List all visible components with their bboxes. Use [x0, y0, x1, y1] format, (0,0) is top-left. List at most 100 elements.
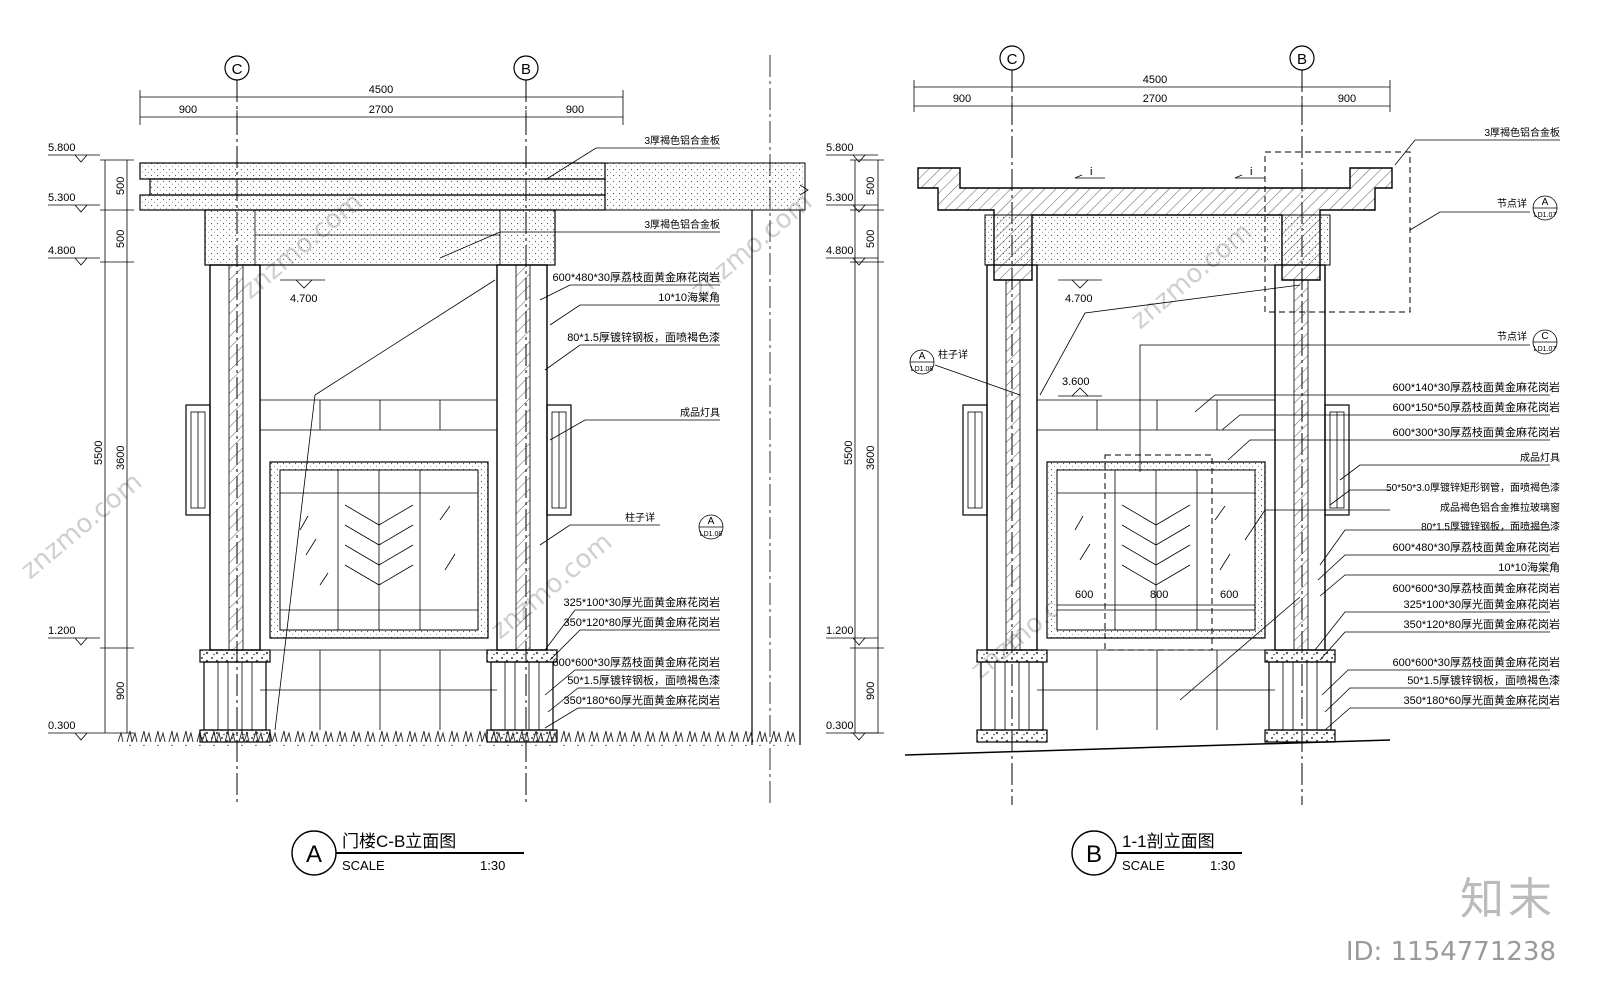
callout-text: 350*120*80厚光面黄金麻花岗岩 [1403, 617, 1560, 631]
callout-text: 350*180*60厚光面黄金麻花岗岩 [563, 693, 720, 707]
callout-text: 10*10海棠角 [1498, 560, 1560, 574]
callout-text: 600*600*30厚荔枝面黄金麻花岗岩 [1392, 655, 1560, 669]
window-dim: 600 [1075, 589, 1093, 601]
callout-text: 600*480*30厚荔枝面黄金麻花岗岩 [1392, 540, 1560, 554]
leaders-a [274, 147, 720, 731]
dim-left: 900 [953, 93, 971, 105]
callout-text: 350*120*80厚光面黄金麻花岗岩 [563, 615, 720, 629]
title-letter: A [306, 841, 322, 868]
axis-label-c: C [1007, 51, 1018, 68]
elevation-1200: 1.200 [48, 625, 76, 637]
elevation-0300: 0.300 [826, 720, 854, 732]
callout-text: 成品灯具 [1520, 452, 1560, 464]
window-dim: 600 [1220, 589, 1238, 601]
node-detail-box-a [1264, 151, 1411, 313]
callout-text: 柱子详 [625, 511, 655, 524]
elevation-5800: 5.800 [826, 142, 854, 154]
callout-text: 成品褐色铝合金推拉玻璃窗 [1440, 501, 1560, 514]
elevation-5800: 5.800 [48, 142, 76, 154]
roof-section-b: i i 4.700 3.600 [917, 151, 1411, 397]
callout-text: 600*300*30厚荔枝面黄金麻花岗岩 [1392, 425, 1560, 439]
dimension-chain-top: 4500 900 2700 900 [139, 84, 624, 125]
dim-right: 900 [1338, 93, 1356, 105]
node-ref-sheet: LD1.07 [1534, 346, 1557, 353]
columns-b [976, 264, 1336, 743]
vertical-dims-b: 500 500 5500 3600 900 [843, 159, 884, 734]
dim-mid: 2700 [369, 104, 393, 116]
callout-text: 600*480*30厚荔枝面黄金麻花岗岩 [552, 270, 720, 284]
callout-text: 350*180*60厚光面黄金麻花岗岩 [1403, 693, 1560, 707]
column-ref-b: A LD1.08 柱子详 [909, 348, 968, 375]
axis-label-b: B [521, 61, 531, 78]
inner-elevation-4700: 4.700 [290, 293, 318, 305]
section-drawing-b: C B 4500 900 2700 900 5.800 5.300 4.800 … [826, 45, 1560, 876]
columns-a [199, 264, 558, 743]
callout-text: 80*1.5厚镀锌钢板，面喷褐色漆 [567, 330, 720, 344]
column-ref-sheet: LD1.08 [911, 366, 934, 373]
axis-label-b: B [1297, 51, 1307, 68]
dimension-chain-top: 4500 900 2700 900 [913, 74, 1391, 112]
callout-text: 600*600*30厚荔枝面黄金麻花岗岩 [552, 655, 720, 669]
elevation-1200: 1.200 [826, 625, 854, 637]
watermark-text: znzmo.com [15, 467, 148, 585]
callout-text: 50*50*3.0厚镀锌矩形钢管，面喷褐色漆 [1386, 481, 1560, 494]
detail-ref-letter: A [708, 516, 715, 527]
dim-mid: 2700 [1143, 93, 1167, 105]
callout-text: 325*100*30厚光面黄金麻花岗岩 [563, 595, 720, 609]
callout-text: 50*1.5厚镀锌钢板，面喷褐色漆 [567, 673, 720, 687]
slope-mark: i [1250, 166, 1252, 178]
elevation-5300: 5.300 [826, 192, 854, 204]
callout-text: 600*600*30厚荔枝面黄金麻花岗岩 [1392, 581, 1560, 595]
detail-ref-sheet: LD1.08 [700, 531, 723, 538]
node-ref-a: A LD1.07 [1532, 195, 1558, 221]
ground-line-b [904, 739, 1391, 756]
node-ref-letter: C [1541, 331, 1548, 342]
elevation-markers-a: 5.800 5.300 4.800 1.200 0.300 [48, 142, 100, 741]
dim-left: 900 [179, 104, 197, 116]
vdim-5500: 5500 [93, 441, 105, 465]
node-ref-letter: A [1542, 197, 1549, 208]
callout-text: 600*150*50厚荔枝面黄金麻花岗岩 [1392, 400, 1560, 414]
watermark-brand: 知末 [1460, 874, 1556, 925]
slope-mark: i [1090, 166, 1092, 178]
vertical-dims-a: 500 500 5500 3600 900 [93, 159, 134, 734]
axis-label-c: C [232, 61, 243, 78]
window-dim: 800 [1150, 589, 1168, 601]
wall-a [260, 399, 497, 730]
vdim-5500: 5500 [843, 441, 855, 465]
inner-elevation-3600: 3.600 [1062, 376, 1090, 388]
drawing-title: 门楼C-B立面图 [342, 832, 456, 851]
lamp-fixtures-b [962, 404, 1350, 516]
watermark-image-id: ID: 1154771238 [1345, 937, 1556, 967]
callout-text: 10*10海棠角 [658, 290, 720, 304]
node-ref-sheet: LD1.07 [1534, 212, 1557, 219]
vdim-500b: 500 [115, 230, 127, 248]
elevation-drawing-a: C B 4500 900 2700 900 5.800 5.300 4.800 [48, 55, 809, 876]
dim-total: 4500 [1143, 74, 1167, 86]
elevation-4800: 4.800 [48, 245, 76, 257]
elevation-4800: 4.800 [826, 245, 854, 257]
vdim-3600: 3600 [865, 446, 877, 470]
node-ref-c: C LD1.07 [1532, 329, 1558, 355]
callout-text: 50*1.5厚镀锌钢板，面喷褐色漆 [1407, 673, 1560, 687]
callout-text: 节点详 [1497, 330, 1527, 343]
detail-ref-a: A LD1.08 [698, 514, 724, 540]
leaders-b [934, 139, 1560, 731]
scale-label: SCALE [1122, 858, 1165, 873]
callout-text: 节点详 [1497, 197, 1527, 210]
column-ref-letter: A [919, 351, 926, 362]
callout-text: 成品灯具 [680, 407, 720, 419]
callouts-b: 3厚褐色铝合金板 节点详 节点详 600*140*30厚荔枝面黄金麻花岗岩 60… [1386, 126, 1560, 707]
title-block-a: A 门楼C-B立面图 SCALE 1:30 [291, 830, 524, 876]
elevation-5300: 5.300 [48, 192, 76, 204]
inner-elevation-4700: 4.700 [1065, 293, 1093, 305]
callouts-a: 3厚褐色铝合金板 3厚褐色铝合金板 600*480*30厚荔枝面黄金麻花岗岩 1… [552, 134, 720, 707]
elevation-0300: 0.300 [48, 720, 76, 732]
dim-right: 900 [566, 104, 584, 116]
callout-text: 325*100*30厚光面黄金麻花岗岩 [1403, 597, 1560, 611]
callout-text: 3厚褐色铝合金板 [644, 134, 720, 147]
dim-total: 4500 [369, 84, 393, 96]
vdim-500a: 500 [115, 177, 127, 195]
scale-label: SCALE [342, 858, 385, 873]
